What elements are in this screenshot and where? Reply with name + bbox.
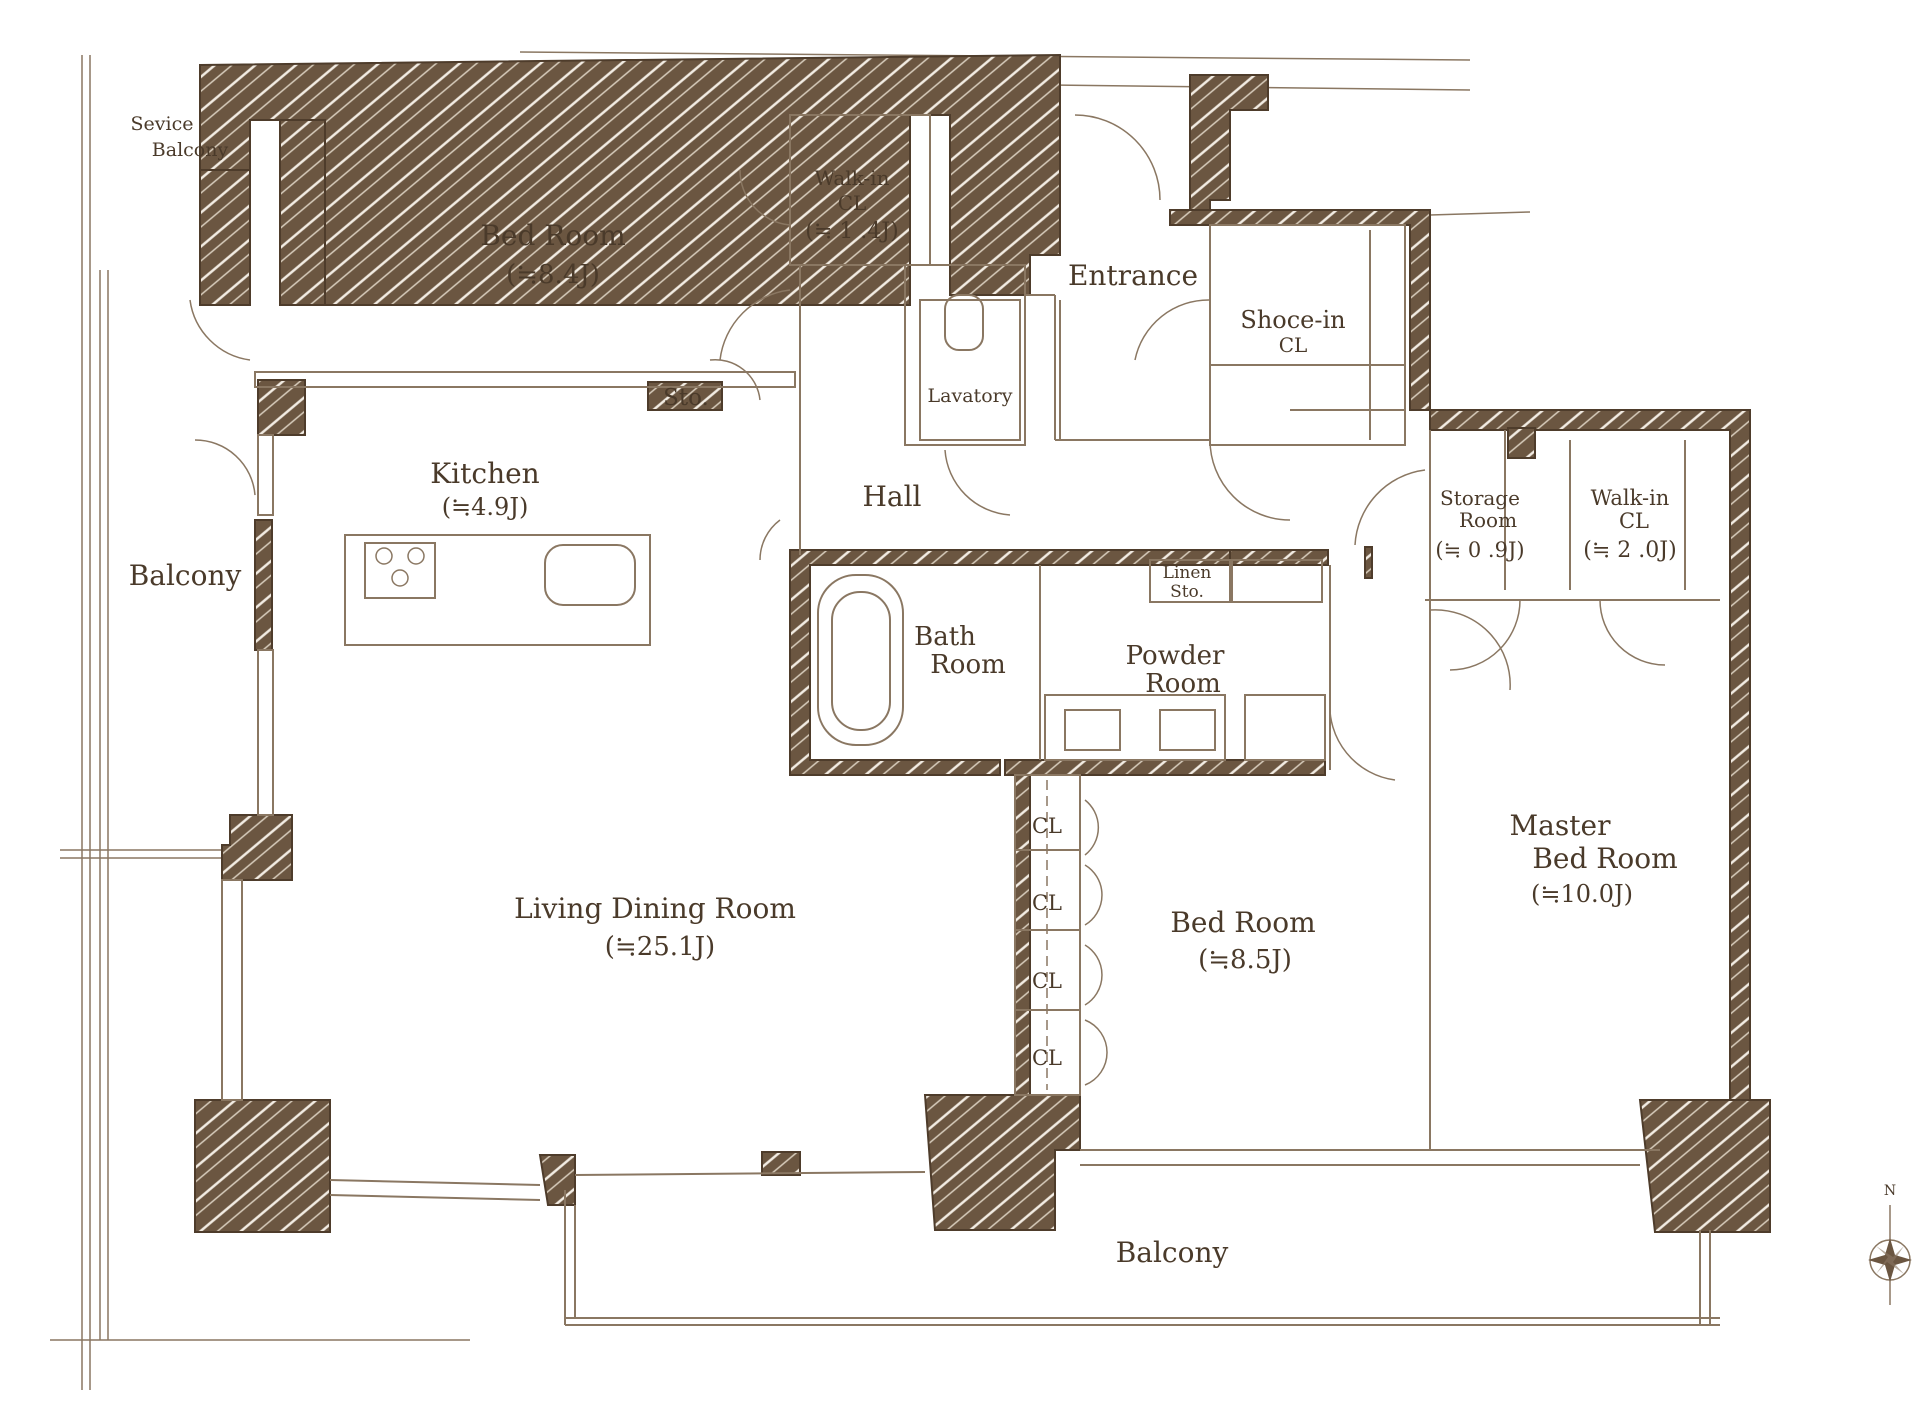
- south-balcony-label: Balcony: [1116, 1236, 1229, 1269]
- walk-in-cl-1-size: (≒ 1 .4J): [805, 219, 898, 244]
- storage-room-label-2: Room: [1459, 508, 1517, 532]
- walk-in-cl-2-label-2: CL: [1619, 509, 1649, 533]
- entrance-label: Entrance: [1068, 259, 1198, 292]
- walk-in-cl-2-size: (≒ 2 .0J): [1583, 538, 1676, 563]
- storage-room-size: (≒ 0 .9J): [1435, 538, 1524, 562]
- lavatory-label: Lavatory: [928, 385, 1013, 407]
- service-balcony-label-2: Balcony: [152, 139, 229, 161]
- master-bed-room-label-2: Bed Room: [1532, 842, 1677, 875]
- storage-room-label-1: Storage: [1440, 486, 1520, 510]
- kitchen-name: Kitchen: [430, 457, 539, 490]
- door-swings: [189, 114, 1666, 1086]
- compass-star-diagonal-icon: [1876, 1246, 1904, 1274]
- closet-label-4: CL: [1032, 1046, 1062, 1070]
- compass: N: [1868, 1183, 1912, 1305]
- service-balcony-label-1: Sevice: [131, 113, 194, 135]
- shoe-in-cl-label-1: Shoce-in: [1240, 306, 1345, 334]
- stove-icon: [375, 547, 425, 587]
- bath-room-label-2: Room: [930, 650, 1006, 680]
- compass-north-label: N: [1884, 1183, 1896, 1199]
- closet-label-1: CL: [1032, 814, 1062, 838]
- walk-in-cl-2-label-1: Walk-in: [1591, 486, 1670, 510]
- closet-label-2: CL: [1032, 891, 1062, 915]
- bed-room-1-size: (≒8.4J): [506, 260, 600, 290]
- master-bed-room-label-1: Master: [1510, 809, 1612, 842]
- west-balcony-label: Balcony: [129, 559, 242, 592]
- bath-room-label-1: Bath: [914, 622, 976, 652]
- bed-room-2-size: (≒8.5J): [1198, 945, 1292, 975]
- shoe-in-cl-label-2: CL: [1279, 333, 1308, 357]
- bed-room-1-name: Bed Room: [480, 219, 625, 252]
- master-bed-room-size: (≒10.0J): [1531, 880, 1633, 908]
- hall-label: Hall: [862, 480, 921, 513]
- sto-label: Sto.: [663, 385, 709, 411]
- linen-sto-label-2: Sto.: [1170, 582, 1204, 602]
- hatched-walls: [194, 53, 1771, 1233]
- living-dining-room-name: Living Dining Room: [514, 892, 796, 925]
- bed-room-2-name: Bed Room: [1170, 906, 1315, 939]
- walk-in-cl-1-label-2: CL: [838, 191, 867, 215]
- living-dining-room-size: (≒25.1J): [605, 932, 715, 962]
- powder-room-label-1: Powder: [1126, 641, 1225, 671]
- west-balcony-rails: [50, 55, 470, 1390]
- interior-walls: [221, 114, 1720, 1326]
- powder-room-label-2: Room: [1145, 669, 1221, 699]
- closet-label-3: CL: [1032, 969, 1062, 993]
- kitchen-size: (≒4.9J): [442, 493, 529, 521]
- walk-in-cl-1-label-1: Walk-in: [815, 166, 890, 190]
- room-labels: Sevice Balcony Bed Room (≒8.4J) Walk-in …: [129, 113, 1678, 1269]
- linen-sto-label-1: Linen: [1163, 563, 1212, 583]
